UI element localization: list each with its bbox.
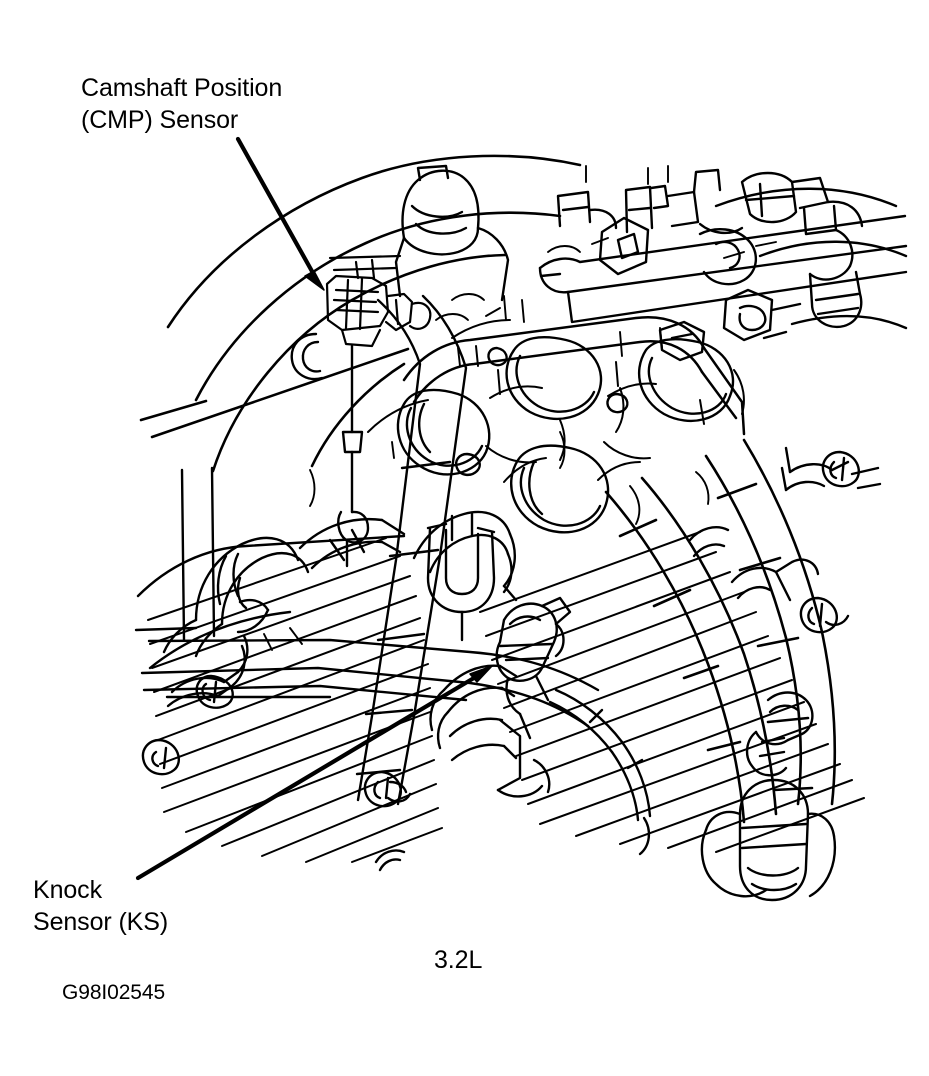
valve-cover-ports — [396, 336, 735, 534]
injector-retainers — [598, 216, 802, 362]
bolt-bosses — [141, 674, 412, 872]
fuel-rail — [538, 214, 908, 324]
hose-stubs-right — [688, 526, 820, 777]
label-camshaft-position-sensor: Camshaft Position (CMP) Sensor — [81, 74, 283, 134]
exhaust-crossover-pipes — [426, 522, 496, 642]
cmp-leader-line — [235, 136, 325, 291]
label-knock-sensor: Knock Sensor (KS) — [33, 876, 169, 936]
lower-right-connector — [700, 778, 837, 902]
knock-sensor-body — [495, 596, 572, 740]
cowl-arc-right — [714, 187, 908, 330]
vacuum-line-lower — [548, 688, 652, 856]
bolt-bosses-valve-cover — [454, 346, 629, 476]
right-side-bosses — [780, 446, 882, 634]
engine-bracket-left — [166, 634, 249, 708]
valve-cover-ribs — [367, 319, 745, 483]
ks-leader-line — [135, 665, 493, 881]
block-casting-right — [429, 664, 551, 798]
sensor-bracket — [337, 344, 370, 568]
misc-detail-strokes — [263, 165, 777, 651]
hose-elbow-upper — [394, 164, 510, 302]
camshaft-position-sensor-connector — [325, 254, 432, 348]
ignition-coil-pack — [740, 171, 864, 329]
label-engine-displacement: 3.2L — [434, 946, 483, 974]
valve-cover — [402, 316, 746, 436]
intake-manifold-runners — [162, 510, 518, 658]
retaining-clip — [290, 332, 324, 381]
fuel-injectors — [556, 168, 744, 235]
label-figure-id: G98I02545 — [62, 981, 166, 1004]
main-coolant-hose — [355, 294, 468, 806]
